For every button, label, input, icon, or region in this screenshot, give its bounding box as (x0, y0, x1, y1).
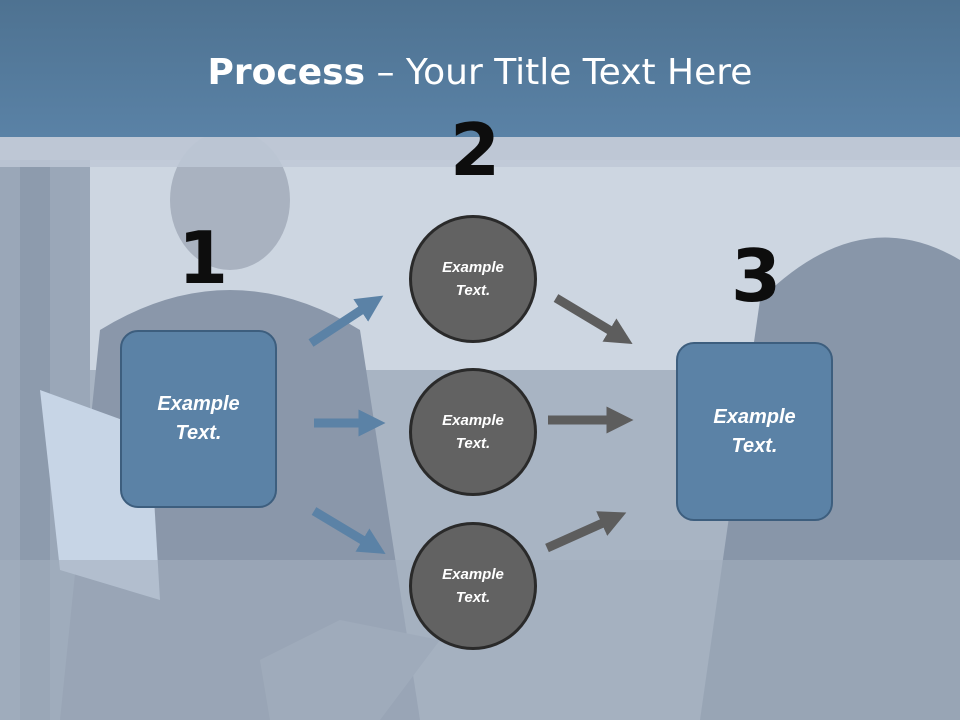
output-box: Example Text. (676, 342, 833, 521)
circle-top-line1: Example (442, 259, 504, 276)
circle-bottom-line1: Example (442, 566, 504, 583)
title-banner (0, 0, 960, 137)
output-box-line1: Example (713, 405, 796, 428)
output-box-line2: Text. (731, 434, 778, 457)
circle-bottom-line2: Text. (455, 589, 491, 606)
page-title: Process – Your Title Text Here (0, 52, 960, 93)
circle-top-line2: Text. (455, 282, 491, 299)
process-circle-bottom: Example Text. (409, 522, 537, 650)
step-number-3: 3 (731, 234, 782, 318)
arrow-1-to-bottom (311, 507, 386, 554)
input-box-line2: Text. (175, 422, 222, 444)
input-box: Example Text. (120, 330, 277, 508)
title-rest: – Your Title Text Here (365, 52, 753, 93)
title-bold: Process (207, 52, 366, 93)
arrow-top-to-3 (553, 294, 633, 344)
circle-middle-line1: Example (442, 412, 504, 429)
process-circle-top: Example Text. (409, 215, 537, 343)
step-number-1: 1 (178, 216, 229, 300)
arrow-1-to-top (308, 295, 384, 347)
arrow-bottom-to-3 (545, 511, 627, 553)
process-circle-middle: Example Text. (409, 368, 537, 496)
step-number-2: 2 (450, 108, 501, 192)
circle-middle-line2: Text. (455, 435, 491, 452)
input-box-line1: Example (157, 393, 240, 415)
banner-underlay (0, 137, 960, 167)
